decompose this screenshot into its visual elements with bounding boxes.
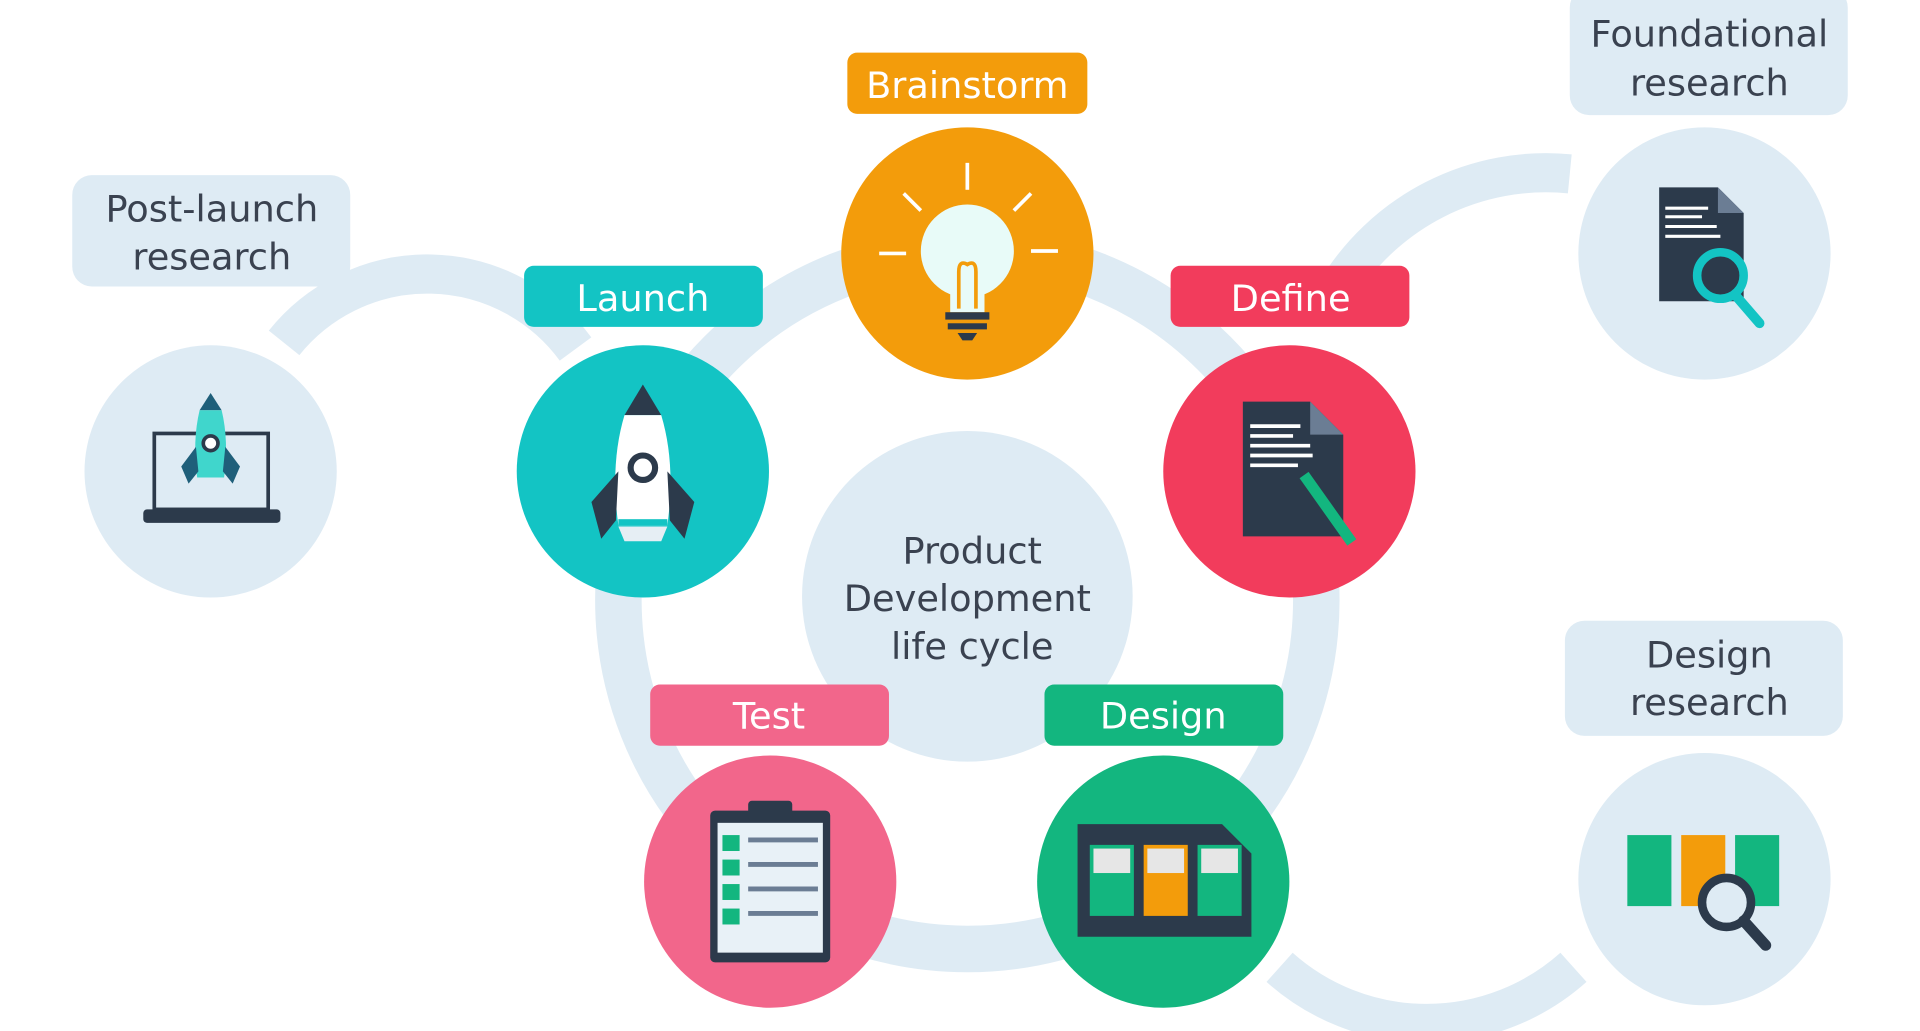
foundational-line-2: research (1630, 62, 1789, 105)
launch-label: Launch (576, 277, 709, 320)
center-line-1: Product (903, 529, 1042, 572)
foundational-arc (1317, 153, 1572, 304)
document-search-icon (1659, 187, 1765, 329)
brainstorm-label: Brainstorm (866, 64, 1068, 107)
define-label: Define (1231, 277, 1351, 320)
rocket-icon (591, 384, 695, 542)
post-launch-line-2: research (132, 235, 291, 278)
stage-define: Define (1163, 265, 1416, 598)
center-line-2: Development (844, 577, 1091, 620)
document-pencil-icon (1242, 401, 1357, 546)
center-line-3: life cycle (891, 625, 1053, 668)
design-research-arc (1266, 952, 1587, 1031)
design-research-line-2: research (1630, 681, 1789, 724)
stage-brainstorm: Brainstorm (841, 52, 1094, 380)
research-foundational: Foundational research (1569, 0, 1848, 380)
lightbulb-icon (879, 162, 1058, 341)
stage-test: Test (644, 684, 897, 1008)
design-label: Design (1100, 695, 1227, 738)
research-post-launch: Post-launch research (72, 175, 351, 598)
test-label: Test (732, 695, 805, 738)
brainstorm-label-box (847, 52, 1088, 114)
design-research-line-1: Design (1646, 633, 1773, 676)
wireframes-icon (1077, 824, 1252, 937)
stage-launch: Launch (516, 265, 769, 598)
laptop-rocket-icon (143, 393, 281, 523)
foundational-line-1: Foundational (1591, 13, 1829, 56)
clipboard-checklist-icon (710, 800, 831, 963)
center-node: Product Development life cycle (802, 431, 1133, 762)
wireframes-search-icon (1627, 835, 1780, 951)
stage-design: Design (1037, 684, 1290, 1008)
post-launch-line-1: Post-launch (105, 188, 318, 231)
research-design: Design research (1564, 620, 1843, 1006)
